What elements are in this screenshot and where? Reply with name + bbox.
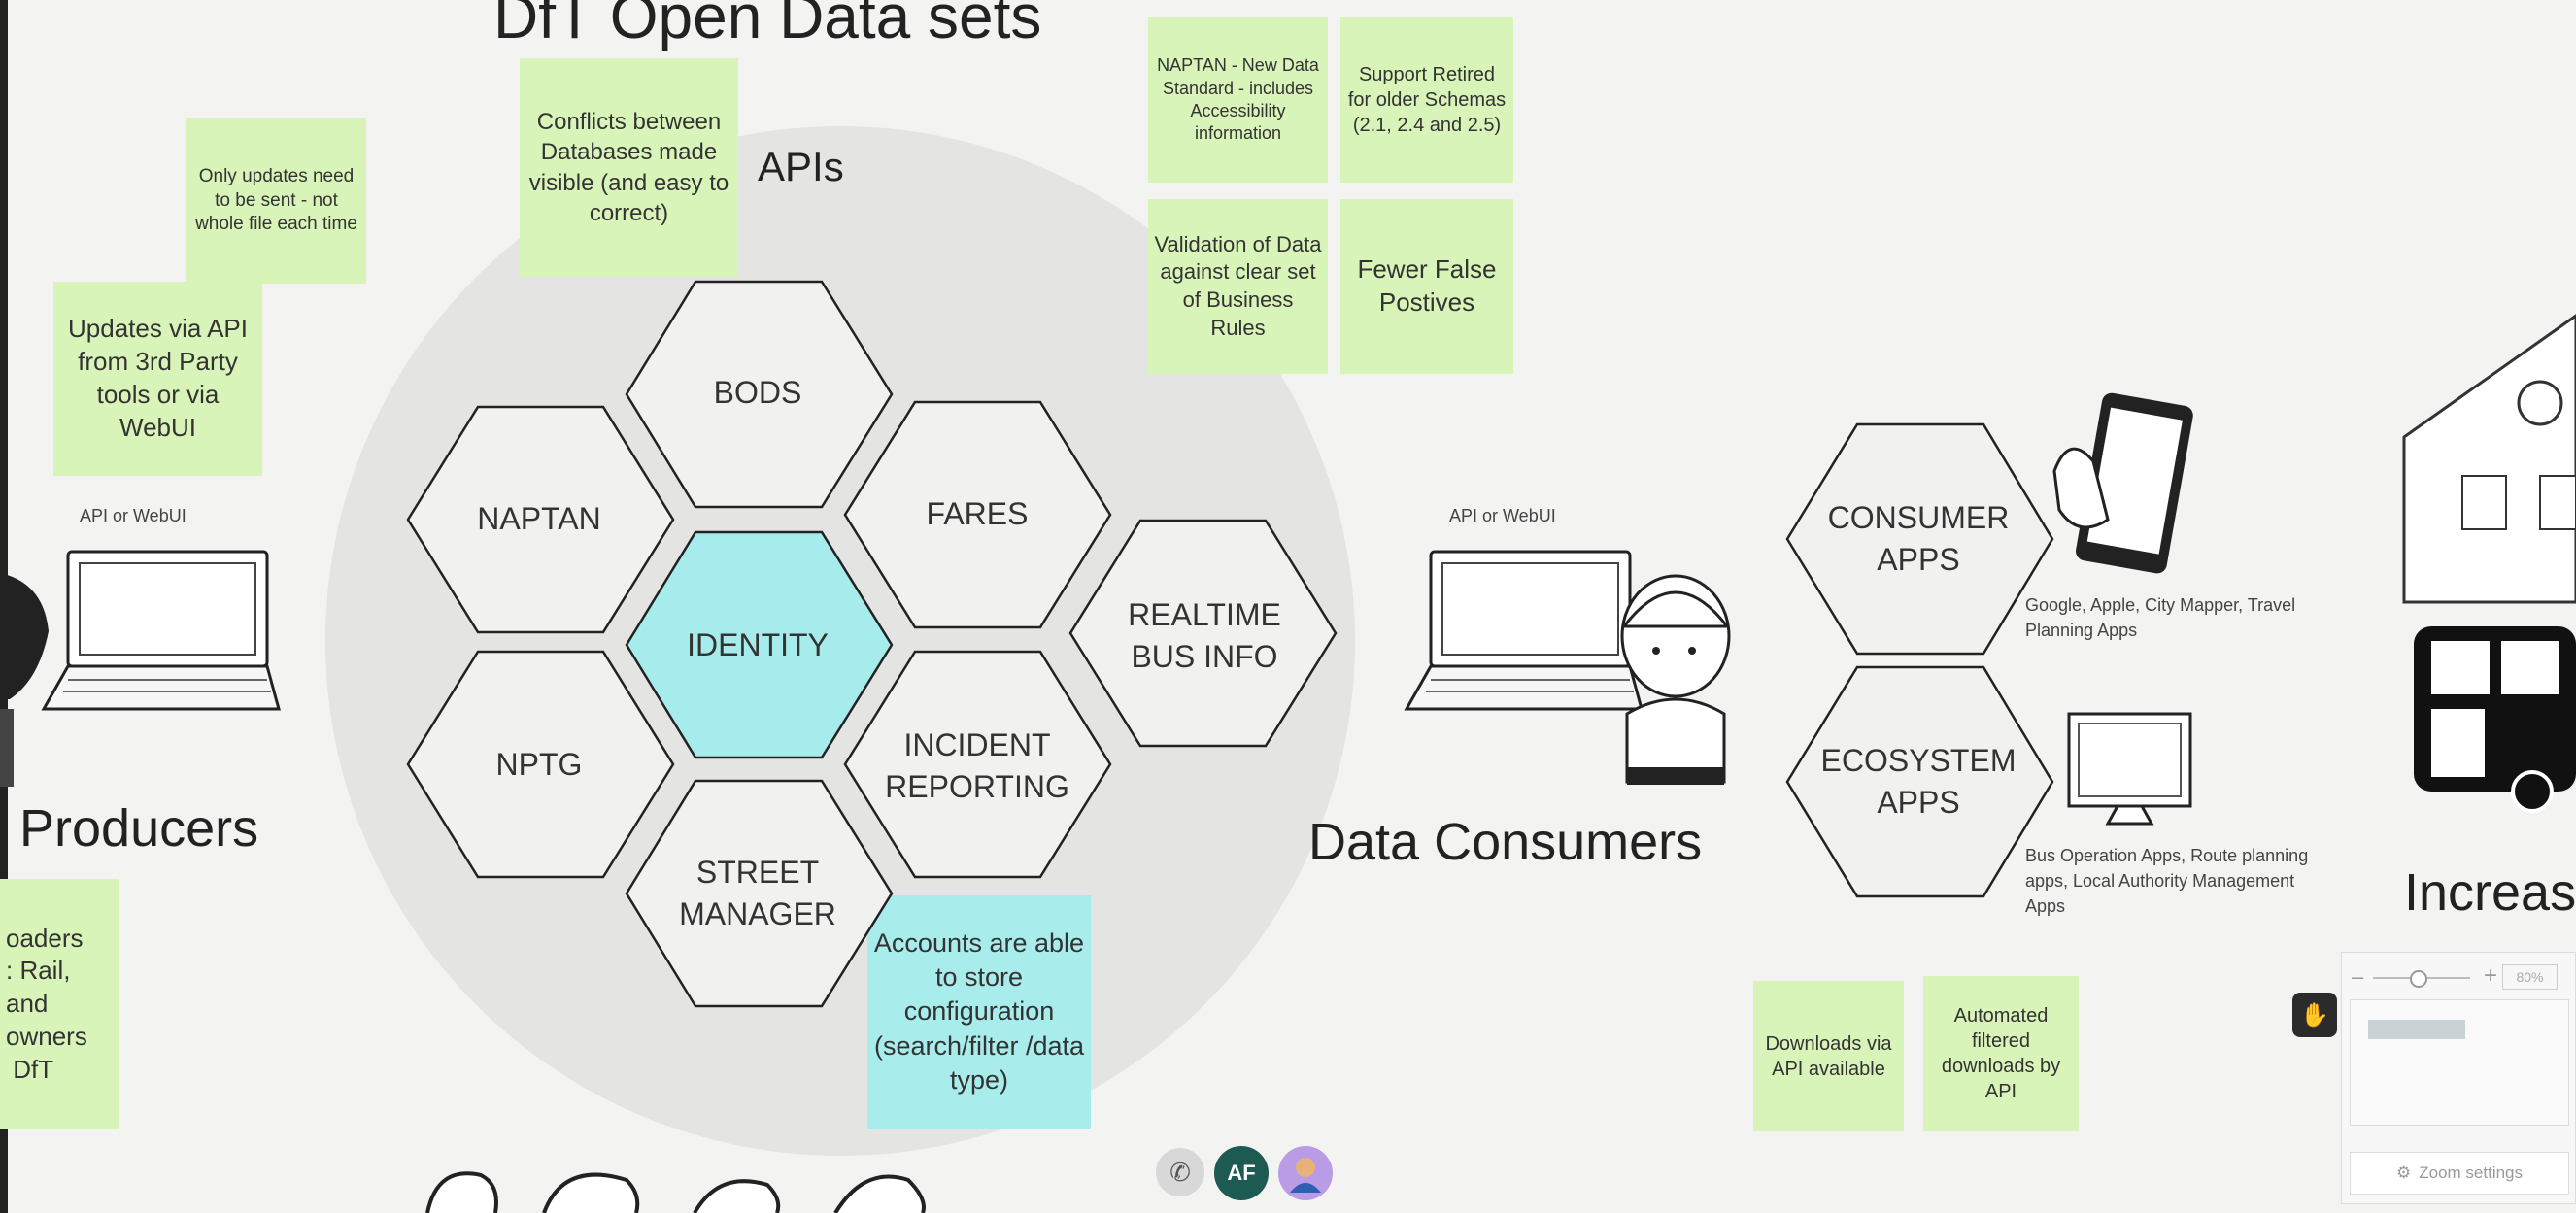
sticky-text: Updates via API from 3rd Party tools or … [68, 314, 248, 442]
hex-bods [625, 280, 894, 509]
hex-consumer [1785, 422, 2054, 656]
laptop-icon [1404, 550, 1644, 711]
phone-icon [2052, 392, 2193, 574]
gear-icon: ⚙ [2395, 1163, 2412, 1182]
zoom-handle[interactable] [2410, 970, 2427, 988]
hex-label-ecosystem: ECOSYSTEM APPS [1820, 742, 2017, 820]
zoom-percent[interactable]: 80% [2502, 964, 2558, 990]
hex-label-naptan: NAPTAN [477, 501, 601, 537]
hex-label-fares: FARES [926, 496, 1029, 532]
increase-label: Increas [2404, 863, 2576, 922]
hand-icon: ✋ [2300, 1001, 2329, 1028]
participant-avatar-af[interactable]: AF [1214, 1146, 1269, 1200]
producers-label: Producers [19, 799, 259, 858]
sticky-automated[interactable]: Automated filtered downloads by API [1923, 976, 2079, 1131]
hand-tool-button[interactable]: ✋ [2292, 993, 2337, 1037]
house-bus-illustration [2402, 314, 2576, 813]
minimap[interactable] [2350, 999, 2569, 1126]
cyclist-person-icon [1620, 574, 1731, 785]
sticky-producers-partial[interactable]: oaders : Rail, and owners DfT [0, 879, 119, 1129]
sticky-text: Fewer False Postives [1357, 254, 1497, 317]
monitor-icon [2067, 712, 2192, 826]
hex-identity [625, 530, 894, 759]
hex-label-realtime: REALTIME BUS INFO [1128, 596, 1281, 674]
hex-realtime [1068, 519, 1338, 748]
sticky-text: Only updates need to be sent - not whole… [195, 165, 357, 235]
zoom-minus-icon[interactable]: – [2352, 964, 2364, 989]
hex-fares [843, 400, 1112, 629]
hex-label-nptg: NPTG [495, 747, 583, 783]
producer-person-icon [0, 573, 49, 787]
sticky-text: Conflicts between Databases made visible… [528, 109, 729, 226]
api-webui-label-right: API or WebUI [1449, 506, 1556, 525]
bottom-people-illustration [425, 1171, 926, 1213]
phone-icon: ✆ [1169, 1157, 1191, 1187]
sticky-validation[interactable]: Validation of Data against clear set of … [1148, 199, 1328, 374]
hex-label-identity: IDENTITY [687, 627, 829, 663]
sticky-downloads-api[interactable]: Downloads via API available [1753, 981, 1904, 1131]
ecosystem-apps-description: Bus Operation Apps, Route planning apps,… [2025, 846, 2309, 917]
hex-nptg [406, 650, 675, 879]
zoom-panel: – + 80% ⚙ Zoom settings [2341, 952, 2576, 1204]
zoom-slider[interactable]: – + [2352, 962, 2498, 990]
sticky-text: Accounts are able to store configuration… [873, 928, 1085, 1095]
sticky-support-retired[interactable]: Support Retired for older Schemas (2.1, … [1340, 17, 1513, 183]
hex-label-bods: BODS [713, 375, 802, 411]
board-title: DfT Open Data sets [493, 0, 1042, 51]
apis-label: APIs [758, 144, 844, 189]
person-icon [1290, 1158, 1321, 1193]
minimap-content [2368, 1020, 2465, 1039]
zoom-settings-label: Zoom settings [2419, 1163, 2523, 1182]
api-webui-label-left: API or WebUI [80, 506, 186, 525]
consumers-label: Data Consumers [1308, 813, 1703, 871]
sticky-fewer-false[interactable]: Fewer False Postives [1340, 199, 1513, 374]
sticky-text: oaders : Rail, and owners DfT [6, 923, 87, 1084]
sticky-conflicts[interactable]: Conflicts between Databases made visible… [520, 58, 738, 277]
hex-label-consumer: CONSUMER APPS [1827, 499, 2010, 577]
sticky-only-updates[interactable]: Only updates need to be sent - not whole… [186, 118, 366, 284]
hex-label-street: STREET MANAGER [679, 854, 836, 931]
sticky-text: Support Retired for older Schemas (2.1, … [1347, 64, 1507, 136]
sticky-text: NAPTAN - New Data Standard - includes Ac… [1157, 55, 1319, 144]
sticky-accounts[interactable]: Accounts are able to store configuration… [867, 895, 1091, 1129]
sticky-text: Downloads via API available [1765, 1032, 1892, 1080]
hex-label-incident: INCIDENT REPORTING [885, 726, 1069, 804]
consumer-apps-description: Google, Apple, City Mapper, Travel Plann… [2025, 595, 2296, 641]
zoom-settings-button[interactable]: ⚙ Zoom settings [2350, 1152, 2569, 1195]
zoom-plus-icon[interactable]: + [2484, 962, 2498, 989]
sticky-text: Validation of Data against clear set of … [1154, 231, 1322, 340]
sticky-naptan-new[interactable]: NAPTAN - New Data Standard - includes Ac… [1148, 17, 1328, 183]
hex-street [625, 779, 894, 1008]
avatar-initials: AF [1227, 1161, 1256, 1185]
sticky-updates-via-api[interactable]: Updates via API from 3rd Party tools or … [53, 282, 262, 476]
phone-call-button[interactable]: ✆ [1156, 1148, 1204, 1196]
hex-incident [843, 650, 1112, 879]
hex-ecosystem [1785, 665, 2054, 898]
laptop-icon [41, 550, 281, 711]
sticky-text: Automated filtered downloads by API [1941, 1005, 2061, 1102]
participant-avatar-photo[interactable] [1278, 1146, 1333, 1200]
hex-naptan [406, 405, 675, 634]
